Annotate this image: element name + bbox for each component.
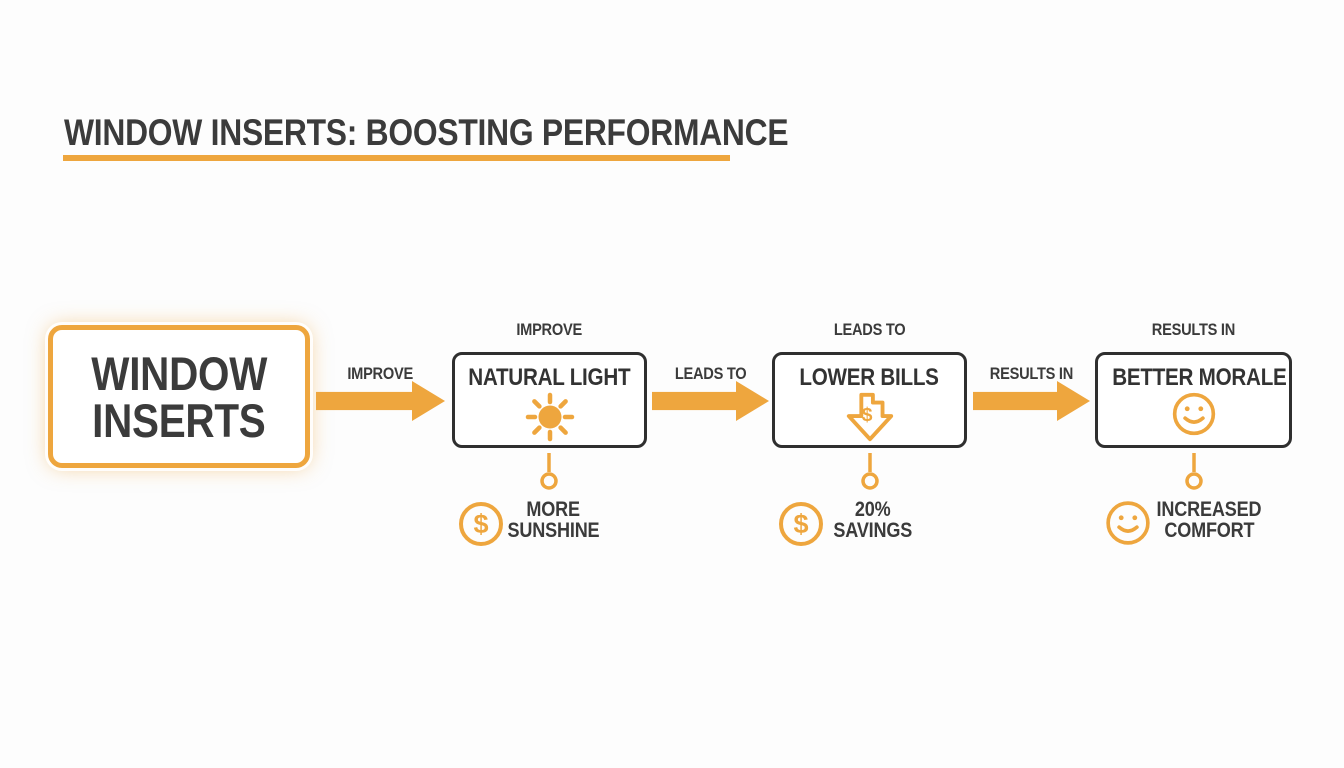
svg-text:$: $ xyxy=(473,509,488,539)
page-title: WINDOW INSERTS: BOOSTING PERFORMANCE xyxy=(64,112,906,154)
title-underline xyxy=(63,155,730,161)
right-arrow-icon xyxy=(316,381,445,421)
page-title-text: WINDOW INSERTS: BOOSTING PERFORMANCE xyxy=(64,112,789,153)
step-top-label-leads-to: LEADS TO xyxy=(833,320,906,339)
window-inserts-line2: INSERTS xyxy=(92,393,266,447)
note-more-sunshine: MORE SUNSHINE xyxy=(507,498,600,542)
right-arrow-icon xyxy=(973,381,1090,421)
connector-pin-icon xyxy=(540,453,558,490)
arrow-label-improve: IMPROVE xyxy=(347,364,414,383)
step-top-label-results-in: RESULTS IN xyxy=(1151,320,1236,339)
connector-pin-icon xyxy=(861,453,879,490)
svg-text:$: $ xyxy=(793,509,808,539)
note-increased-comfort: INCREASED COMFORT xyxy=(1156,498,1262,542)
right-arrow-icon xyxy=(652,381,769,421)
better-morale-label: BETTER MORALE xyxy=(1112,364,1287,391)
step-top-label-improve: IMPROVE xyxy=(516,320,583,339)
note-20-percent-savings: 20% SAVINGS xyxy=(833,498,913,542)
smiley-icon xyxy=(1105,500,1151,551)
sun-icon xyxy=(455,391,644,443)
better-morale-box: BETTER MORALE xyxy=(1095,352,1292,448)
dollar-coin-icon: $ xyxy=(457,500,505,553)
connector-pin-icon xyxy=(1185,453,1203,490)
smiley-icon xyxy=(1098,391,1289,437)
dollar-coin-icon: $ xyxy=(777,500,825,553)
window-inserts-line1: WINDOW xyxy=(91,346,267,400)
natural-light-label: NATURAL LIGHT xyxy=(468,364,631,391)
lower-bills-label: LOWER BILLS xyxy=(799,364,940,391)
falling-price-icon: $ xyxy=(775,391,964,445)
arrow-label-results-in: RESULTS IN xyxy=(989,364,1074,383)
arrow-label-leads-to: LEADS TO xyxy=(674,364,747,383)
natural-light-box: NATURAL LIGHT xyxy=(452,352,647,448)
lower-bills-box: LOWER BILLS $ xyxy=(772,352,967,448)
window-inserts-box: WINDOW INSERTS xyxy=(48,325,310,468)
svg-text:$: $ xyxy=(861,405,872,426)
